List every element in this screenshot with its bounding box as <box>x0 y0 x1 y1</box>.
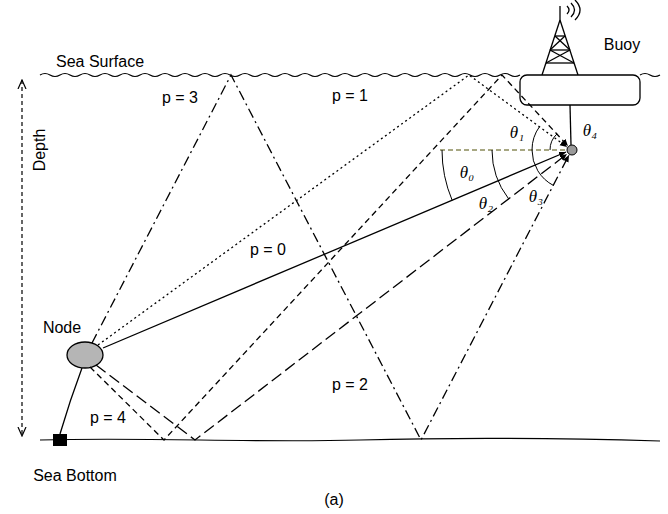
path-label: p = 4 <box>90 410 126 426</box>
ray-p1 <box>98 75 567 345</box>
horizontal-reference <box>440 149 567 150</box>
anchor-block <box>53 434 67 446</box>
path-label: p = 3 <box>162 90 198 106</box>
ray-p0 <box>103 152 566 348</box>
path-label: p = 2 <box>332 377 368 393</box>
node-label: Node <box>43 320 81 336</box>
hydrophone-dot <box>567 145 577 155</box>
path-label: p = 1 <box>332 88 368 104</box>
ray-p4 <box>90 75 568 440</box>
sensor-node <box>67 342 103 368</box>
tether-line <box>60 368 82 434</box>
angle-label: θ₃ <box>529 188 543 205</box>
surface-label: Sea Surface <box>56 54 144 70</box>
angle-label: θ₀ <box>460 164 474 181</box>
path-label: p = 0 <box>250 242 286 258</box>
ray-p2 <box>96 154 567 440</box>
angle-label: θ₂ <box>479 195 493 212</box>
depth-arrow <box>21 80 22 436</box>
angle-label: θ₄ <box>583 122 597 139</box>
sea-bottom <box>40 438 660 441</box>
figure-caption: (a) <box>324 492 344 508</box>
depth-label: Depth <box>32 129 48 172</box>
bottom-label: Sea Bottom <box>33 468 117 484</box>
angle-label: θ₁ <box>510 124 524 141</box>
buoy-label: Buoy <box>604 37 640 53</box>
buoy-symbol <box>520 0 640 145</box>
ray-p3 <box>92 75 569 440</box>
